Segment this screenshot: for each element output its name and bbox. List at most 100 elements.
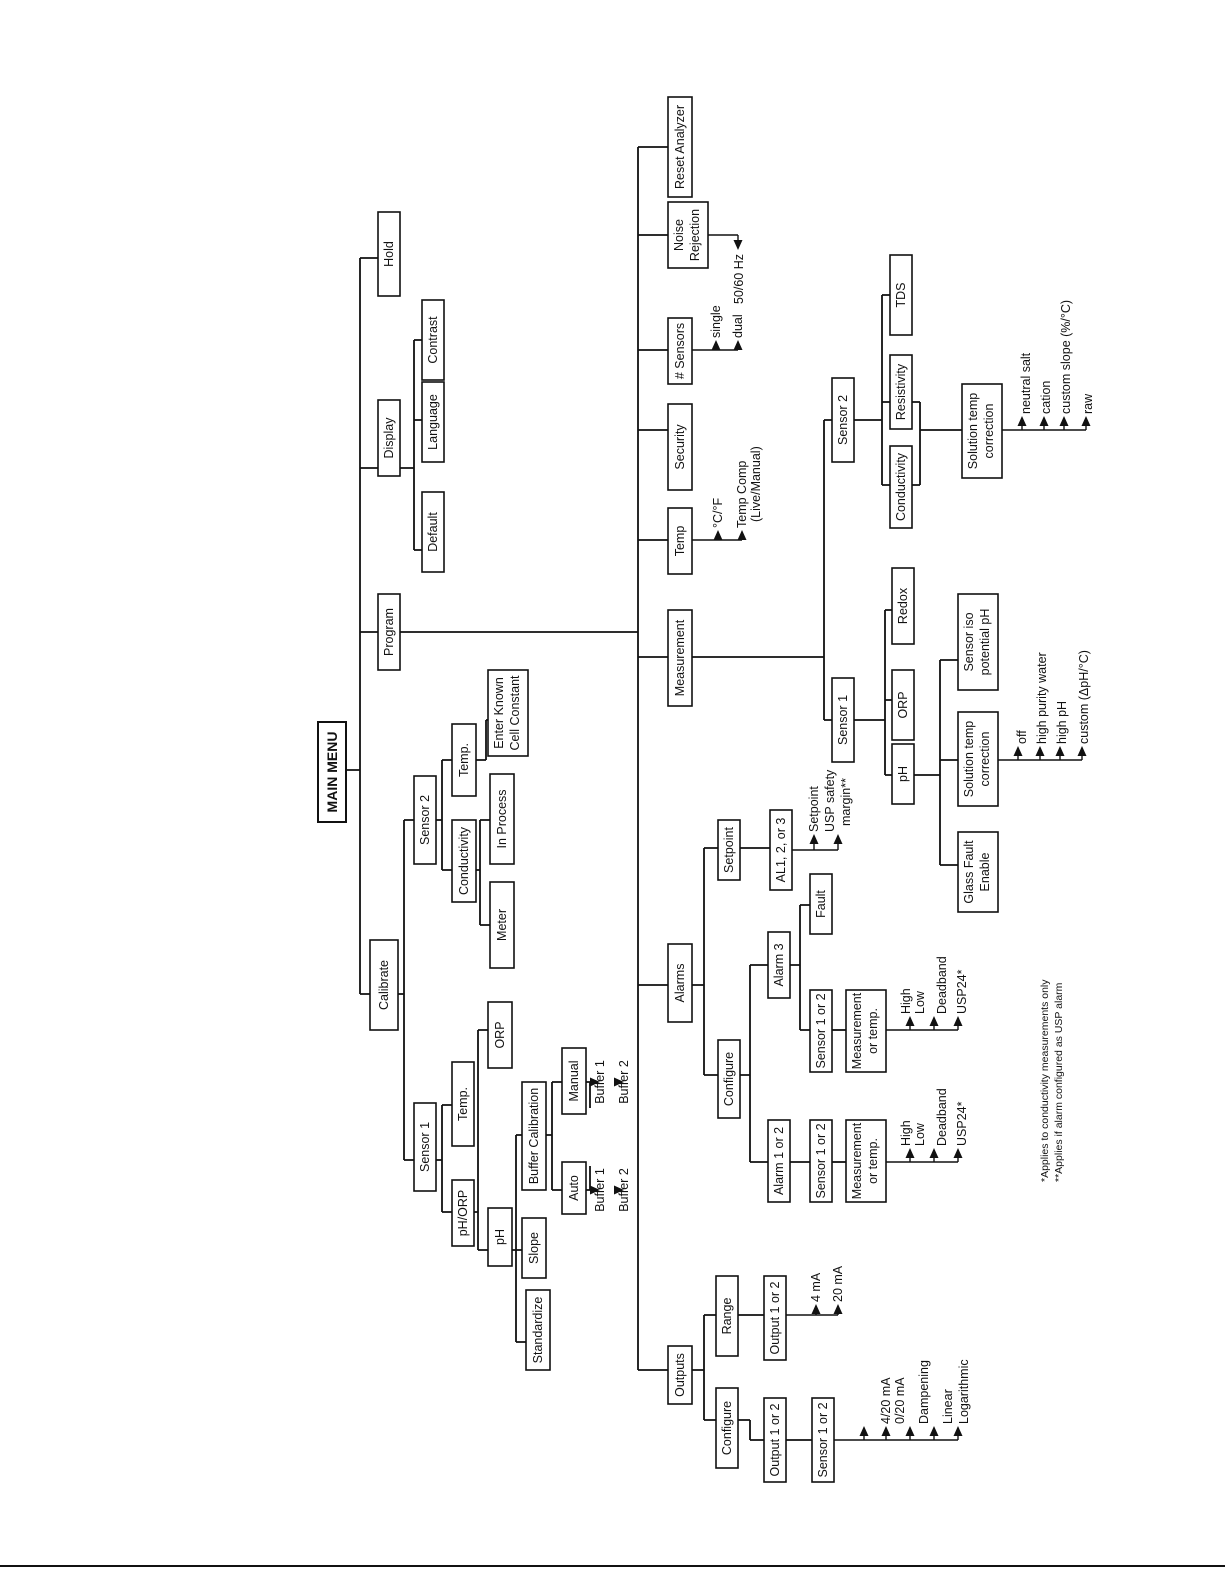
display-node[interactable]: Display [377,399,401,477]
alarm3-sensor-1-or-2-node[interactable]: Sensor 1 or 2 [809,989,833,1073]
resistivity-node[interactable]: Resistivity [889,354,913,430]
svg-text:Sensor 1: Sensor 1 [418,1122,432,1172]
alarms-node[interactable]: Alarms [667,943,693,1023]
manual-buffer1-label: Buffer 1 [593,1060,607,1104]
cal-ph-node[interactable]: pH [487,1207,513,1267]
meas-sensor1-node[interactable]: Sensor 1 [831,677,855,763]
cal-temp2-node[interactable]: Temp. [451,723,477,797]
setpoint-option-label: Setpoint [807,786,821,832]
outputs-range-node[interactable]: Range [715,1275,739,1357]
svg-text:Noise: Noise [672,219,686,251]
svg-text:Measurement: Measurement [673,619,687,696]
redox-node[interactable]: Redox [891,567,915,645]
cal-sensor2-node[interactable]: Sensor 2 [413,775,437,865]
svg-text:Auto: Auto [567,1175,581,1201]
auto-node[interactable]: Auto [561,1161,587,1215]
svg-text:potential pH: potential pH [978,609,992,676]
meas-ph-node[interactable]: pH [891,743,915,805]
outputs-node[interactable]: Outputs [667,1345,693,1405]
svg-text:Sensor 1 or 2: Sensor 1 or 2 [816,1402,830,1477]
temp-node[interactable]: Temp [667,507,693,575]
alarm12-usp24-label: USP24* [955,1101,969,1146]
svg-text:Conductivity: Conductivity [457,826,471,895]
svg-text:Resistivity: Resistivity [894,363,908,420]
svg-text:Alarm 1 or 2: Alarm 1 or 2 [772,1127,786,1195]
svg-text:Measurement: Measurement [850,992,864,1069]
svg-text:Sensor 1 or 2: Sensor 1 or 2 [814,1123,828,1198]
alarm-3-node[interactable]: Alarm 3 [767,931,791,999]
range-4ma-label: 4 mA [809,1272,823,1302]
default-node[interactable]: Default [421,491,445,573]
cal-ph-orp-node[interactable]: pH/ORP [451,1179,475,1247]
svg-text:Meter: Meter [495,909,509,941]
in-process-node[interactable]: In Process [489,773,515,865]
alarms-configure-node[interactable]: Configure [717,1039,741,1119]
config-4-20ma-label: 4/20 mA [879,1377,893,1424]
outputs-configure-node[interactable]: Configure [715,1387,739,1469]
config-sensor-1-or-2-node[interactable]: Sensor 1 or 2 [811,1397,835,1483]
alarm3-fault-node[interactable]: Fault [809,873,833,935]
cal-temp1-node[interactable]: Temp. [451,1061,475,1147]
svg-text:ORP: ORP [493,1021,507,1048]
config-output-1-or-2-node[interactable]: Output 1 or 2 [763,1397,787,1483]
svg-text:AL1, 2, or 3: AL1, 2, or 3 [774,818,788,883]
svg-text:Slope: Slope [527,1232,541,1264]
security-node[interactable]: Security [667,403,693,491]
alarm12-deadband-label: Deadband [935,1088,949,1146]
config-logarithmic-label: Logarithmic [957,1359,971,1424]
meter-node[interactable]: Meter [489,881,515,969]
alarm3-usp24-label: USP24* [955,969,969,1014]
meas-orp-node[interactable]: ORP [891,669,915,741]
cal-conductivity-node[interactable]: Conductivity [451,819,477,903]
cal-sensor1-node[interactable]: Sensor 1 [413,1102,437,1192]
tds-node[interactable]: TDS [889,254,913,336]
svg-text:Output 1 or 2: Output 1 or 2 [768,1281,782,1354]
hold-node[interactable]: Hold [377,211,401,297]
manual-node[interactable]: Manual [561,1047,587,1115]
standardize-node[interactable]: Standardize [525,1289,551,1371]
setpoint-node[interactable]: Setpoint [717,819,741,881]
buffer-calibration-node[interactable]: Buffer Calibration [521,1081,547,1191]
sensors-dual-label: dual [731,314,745,338]
svg-text:Sensor 1: Sensor 1 [836,695,850,745]
auto-buffer1-label: Buffer 1 [593,1168,607,1212]
slope-node[interactable]: Slope [521,1217,547,1279]
svg-text:Security: Security [673,424,687,470]
conductivity-node[interactable]: Conductivity [889,445,913,529]
config-dampening-label: Dampening [917,1360,931,1424]
contrast-node[interactable]: Contrast [421,299,445,381]
svg-text:Hold: Hold [382,241,396,267]
svg-text:Manual: Manual [567,1061,581,1102]
svg-text:Outputs: Outputs [673,1353,687,1397]
temp-unit-label: °C/°F [711,498,725,528]
ph-corr-high-purity-label: high purity water [1035,652,1049,744]
config-linear-label: Linear [941,1389,955,1424]
usp-safety-label: USP safety [823,769,837,832]
svg-text:Alarm 3: Alarm 3 [772,943,786,986]
alarm-1-or-2-node[interactable]: Alarm 1 or 2 [767,1119,791,1203]
reset-analyzer-node[interactable]: Reset Analyzer [667,96,693,198]
svg-text:or temp.: or temp. [866,1138,880,1184]
sensors-count-node[interactable]: # Sensors [667,317,693,385]
language-node[interactable]: Language [421,381,445,463]
al-1-2-3-node[interactable]: AL1, 2, or 3 [769,809,793,891]
svg-text:Sensor 2: Sensor 2 [418,795,432,845]
range-output-1-or-2-node[interactable]: Output 1 or 2 [763,1275,787,1361]
calibrate-node[interactable]: Calibrate [369,939,399,1031]
svg-text:Redox: Redox [896,587,910,624]
cal-orp-node[interactable]: ORP [487,1001,513,1069]
meas-sensor2-node[interactable]: Sensor 2 [831,377,855,463]
alarm3-high-label: High [899,988,913,1014]
alarm12-sensor-1-or-2-node[interactable]: Sensor 1 or 2 [809,1119,833,1203]
program-node[interactable]: Program [377,593,401,671]
svg-text:pH: pH [896,766,910,782]
measurement-node[interactable]: Measurement [667,609,693,707]
